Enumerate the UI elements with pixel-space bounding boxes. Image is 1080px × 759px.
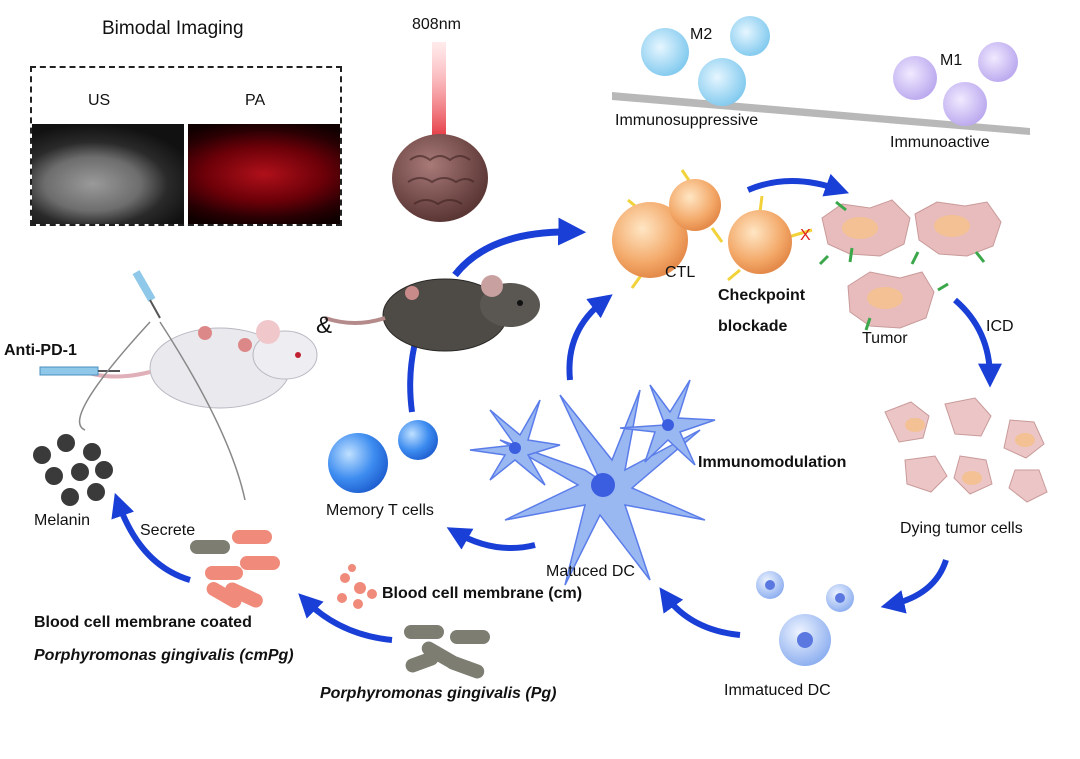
melanin-label: Melanin — [34, 512, 91, 529]
arrow-icd — [953, 297, 1002, 388]
bimodal-imaging-inset — [30, 66, 342, 226]
bimodal-imaging-title: Bimodal Imaging — [102, 18, 244, 39]
pa-label: PA — [245, 92, 266, 109]
m1-macrophage — [893, 56, 937, 100]
dying-tumor-cells-label: Dying tumor cells — [900, 520, 1023, 537]
syringe-left — [39, 366, 120, 376]
m2-macrophage — [730, 16, 770, 56]
icd-label: ICD — [986, 318, 1014, 335]
m2-label: M2 — [690, 26, 713, 43]
cmpg-label-line2: Porphyromonas gingivalis (cmPg) — [34, 647, 294, 664]
m1-macrophage — [943, 82, 987, 126]
photoacoustic-image — [188, 124, 340, 224]
memory-t-cell — [328, 433, 388, 493]
immature-dc-cells — [756, 571, 854, 666]
checkpoint-label: Checkpoint — [718, 287, 806, 304]
laser-beam — [432, 42, 446, 147]
white-mouse — [79, 320, 318, 409]
pg-label: Porphyromonas gingivalis (Pg) — [320, 685, 557, 702]
m1-label: M1 — [940, 52, 963, 69]
matured-dc-label: Matuced DC — [546, 563, 635, 580]
ampersand-label: & — [316, 312, 333, 339]
immunoactive-label: Immunoactive — [890, 134, 990, 151]
arrow-pg-to-cmpg — [298, 593, 393, 643]
laser-label: 808nm — [412, 16, 461, 33]
tumor-cells — [818, 199, 1002, 331]
arrow-mouse-to-ctl — [452, 217, 587, 278]
tumor-label: Tumor — [862, 330, 908, 347]
immunomodulation-label: Immunomodulation — [698, 454, 847, 471]
ctl-cell — [669, 179, 721, 231]
memory-t-cell — [398, 420, 438, 460]
m2-macrophage — [641, 28, 689, 76]
melanin-granules — [33, 434, 113, 506]
arrow-dc-to-ctl — [566, 294, 613, 381]
blockade-label: blockade — [718, 318, 788, 335]
ctl-cell — [728, 210, 792, 274]
arrow-ctl-to-tumor — [746, 173, 850, 197]
arrow-dying-to-idc — [880, 558, 949, 614]
svg-text:X: X — [800, 227, 811, 244]
dark-mouse — [324, 275, 540, 352]
arrow-idc-to-dc — [659, 587, 741, 638]
ctl-cells: X — [612, 169, 813, 289]
injection-lines — [78, 321, 246, 501]
secrete-label: Secrete — [140, 522, 196, 539]
ultrasound-image — [32, 124, 184, 224]
us-label: US — [88, 92, 111, 109]
cmpg-label-line1: Blood cell membrane coated — [34, 614, 252, 631]
memory-t-cells-label: Memory T cells — [326, 502, 434, 519]
membrane-vesicles — [337, 564, 377, 609]
dying-tumor-cells — [884, 397, 1048, 503]
blood-cell-membrane-label: Blood cell membrane (cm) — [382, 585, 583, 602]
syringe-top — [132, 270, 161, 319]
ctl-label: CTL — [665, 264, 696, 281]
arrow-dc-to-memory — [446, 527, 536, 552]
pg-bacteria — [404, 625, 490, 679]
anti-pd1-label: Anti-PD-1 — [4, 342, 77, 359]
arrow-cmpg-to-melanin — [111, 492, 191, 583]
ctl-cell — [612, 202, 688, 278]
immunosuppressive-label: Immunosuppressive — [615, 112, 759, 129]
cmpg-bacteria — [190, 530, 280, 608]
m2-macrophage — [698, 58, 746, 106]
immature-dc-label: Immatuced DC — [724, 682, 831, 699]
m1-macrophage — [978, 42, 1018, 82]
